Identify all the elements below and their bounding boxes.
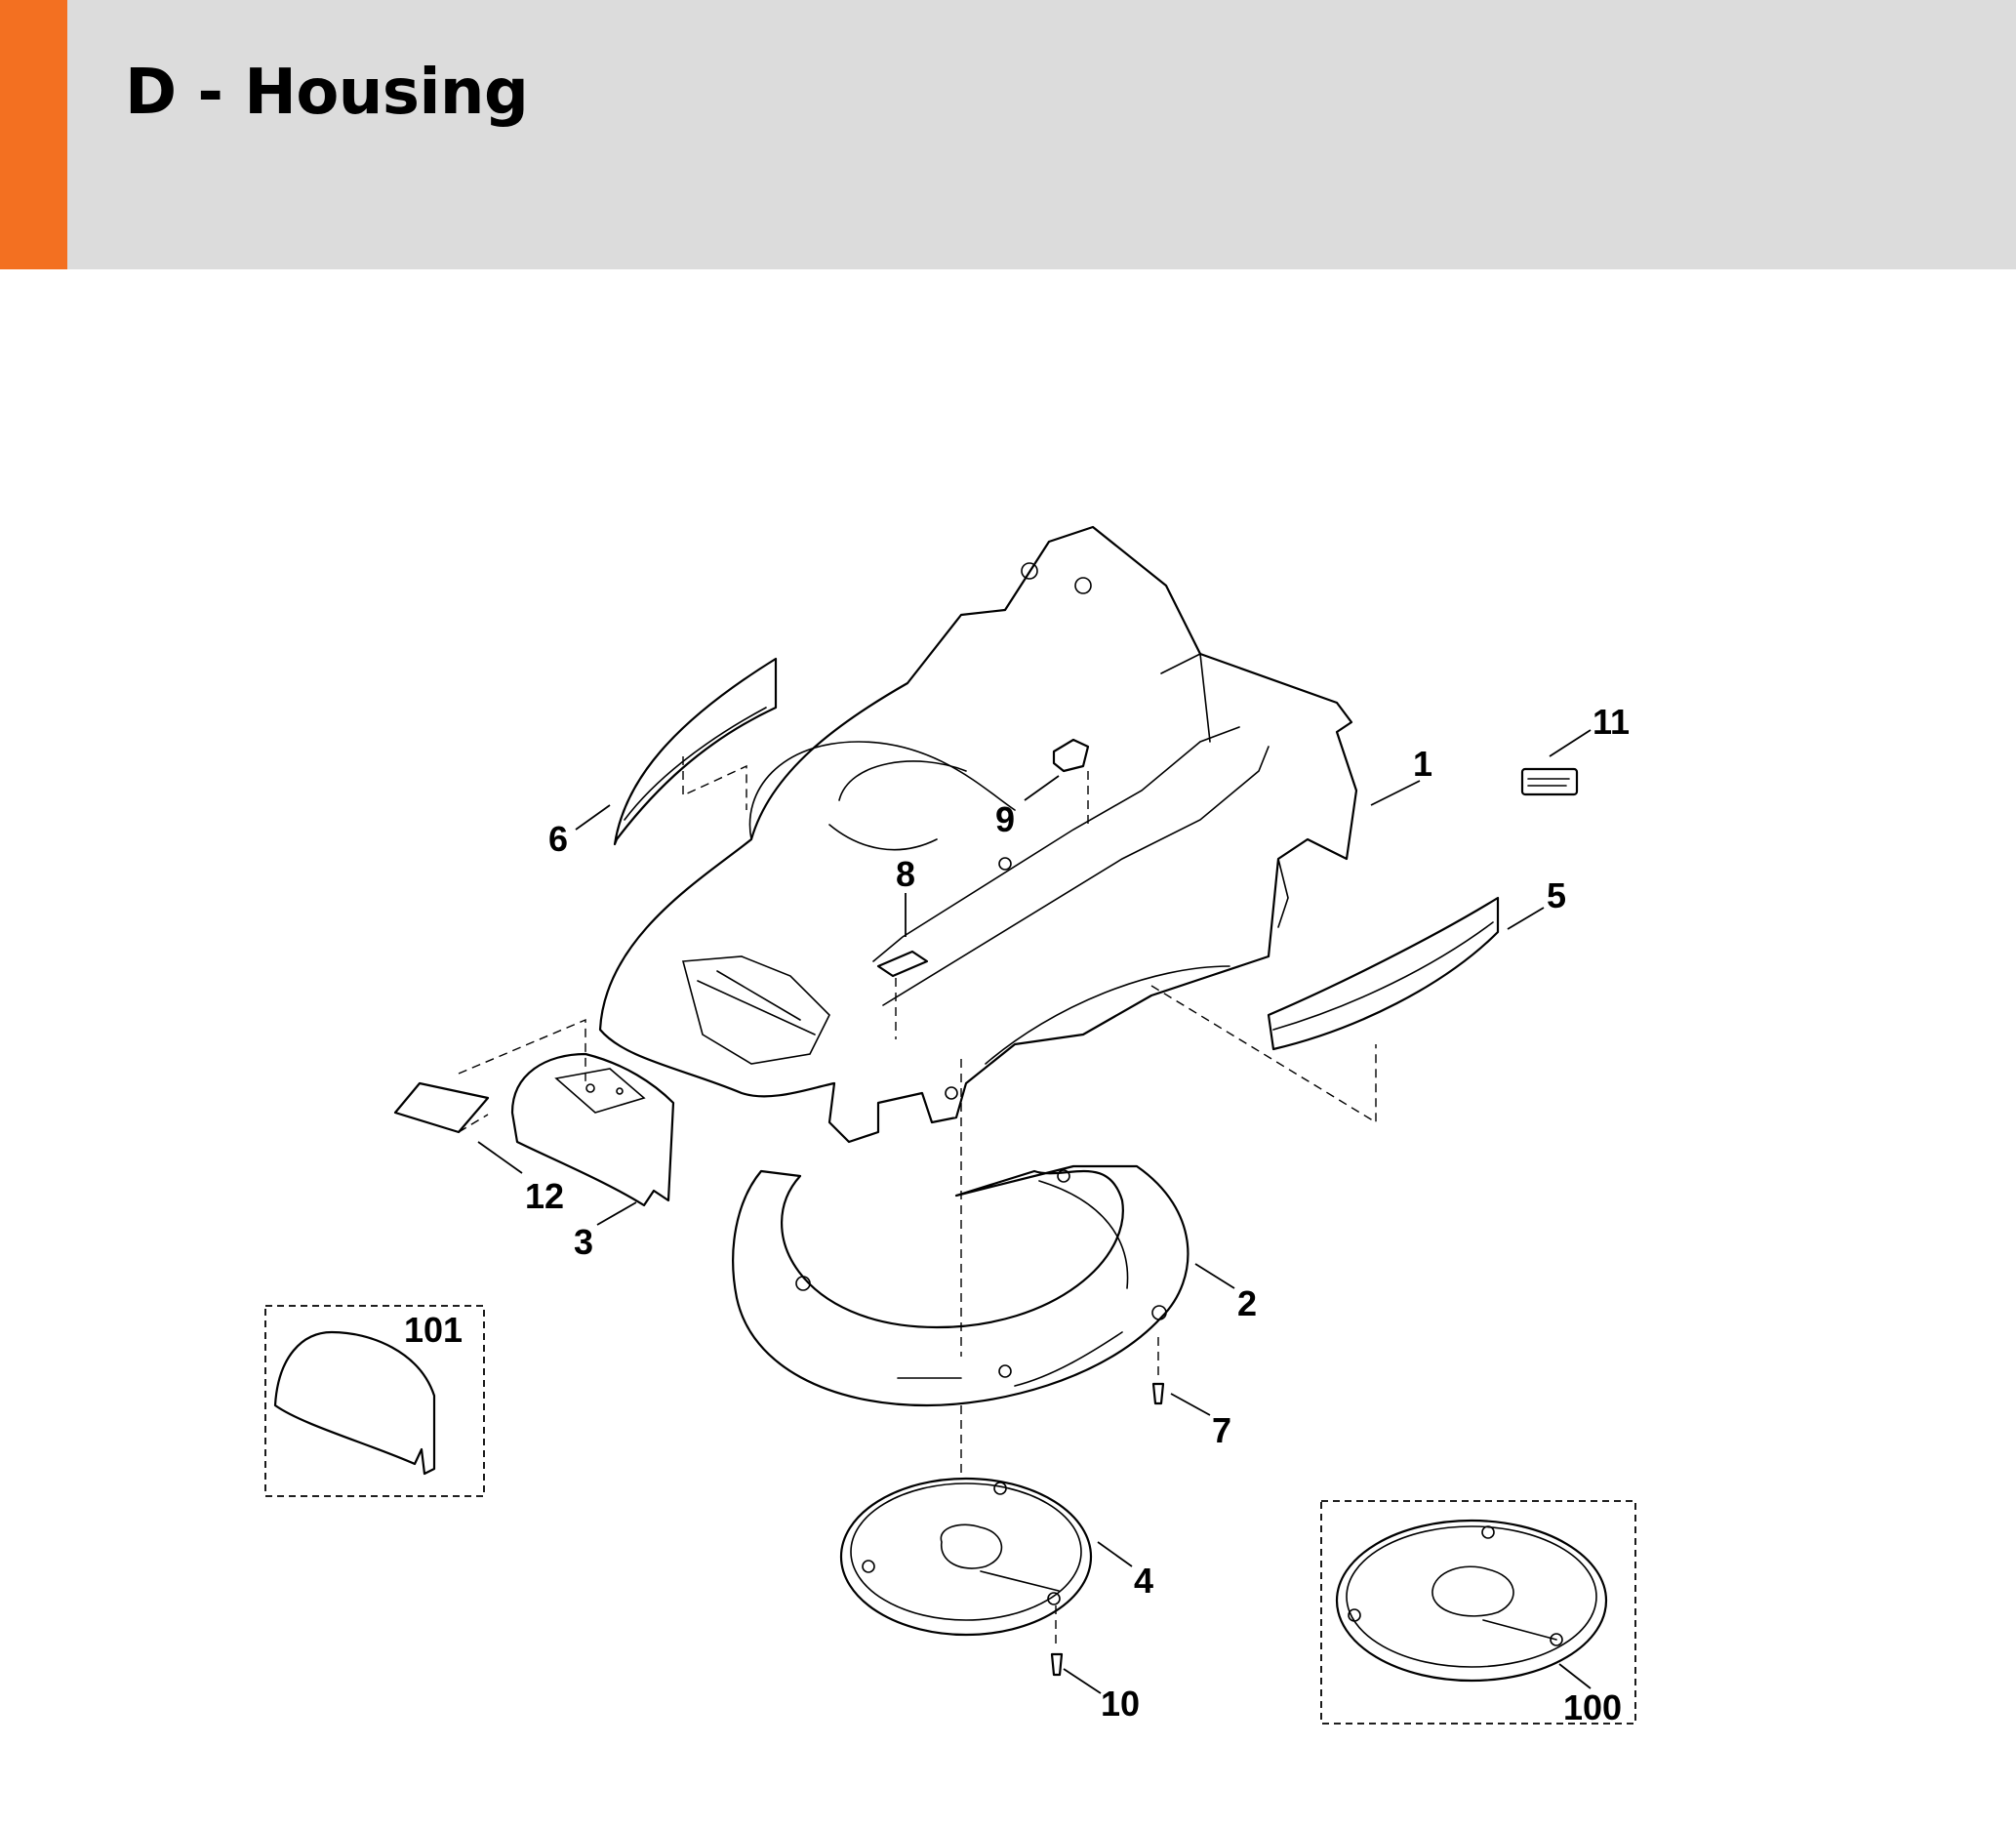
part-flap-8 <box>876 950 929 1039</box>
callout-5: 5 <box>1547 875 1566 915</box>
callout-labels: 1 2 3 4 5 6 7 8 9 10 11 12 100 101 <box>404 702 1630 1727</box>
page-title: D - Housing <box>125 57 529 129</box>
part-housing-deck <box>598 525 1358 1144</box>
callout-4: 4 <box>1134 1561 1153 1601</box>
part-clip-9 <box>1052 738 1090 830</box>
callout-3: 3 <box>574 1222 593 1262</box>
callout-8: 8 <box>896 854 915 894</box>
part-baffle-ring-2 <box>732 1059 1189 1407</box>
callout-10: 10 <box>1101 1684 1140 1724</box>
part-pad-12 <box>393 1081 490 1134</box>
leader-lines <box>477 729 1592 1694</box>
callout-100: 100 <box>1563 1687 1622 1727</box>
header-band: D - Housing <box>0 0 2016 269</box>
part-alt-blade-cover-100 <box>1320 1500 1636 1725</box>
part-alt-cover-101 <box>264 1305 485 1497</box>
callout-101: 101 <box>404 1310 463 1350</box>
part-rear-flap-5 <box>1150 896 1500 1124</box>
callout-6: 6 <box>548 819 568 859</box>
callout-11: 11 <box>1593 702 1630 742</box>
callout-9: 9 <box>995 799 1015 839</box>
part-cover-3 <box>458 1018 675 1207</box>
part-screw-7 <box>1151 1337 1165 1405</box>
callout-1: 1 <box>1413 744 1432 784</box>
part-side-flap-6 <box>613 657 778 846</box>
part-screw-10 <box>1050 1652 1064 1677</box>
part-blade-cover-4 <box>839 1405 1093 1649</box>
callout-2: 2 <box>1237 1283 1257 1323</box>
header-accent-bar <box>0 0 67 269</box>
callout-12: 12 <box>525 1176 564 1216</box>
callout-7: 7 <box>1212 1410 1231 1450</box>
part-label-11 <box>1520 767 1579 796</box>
